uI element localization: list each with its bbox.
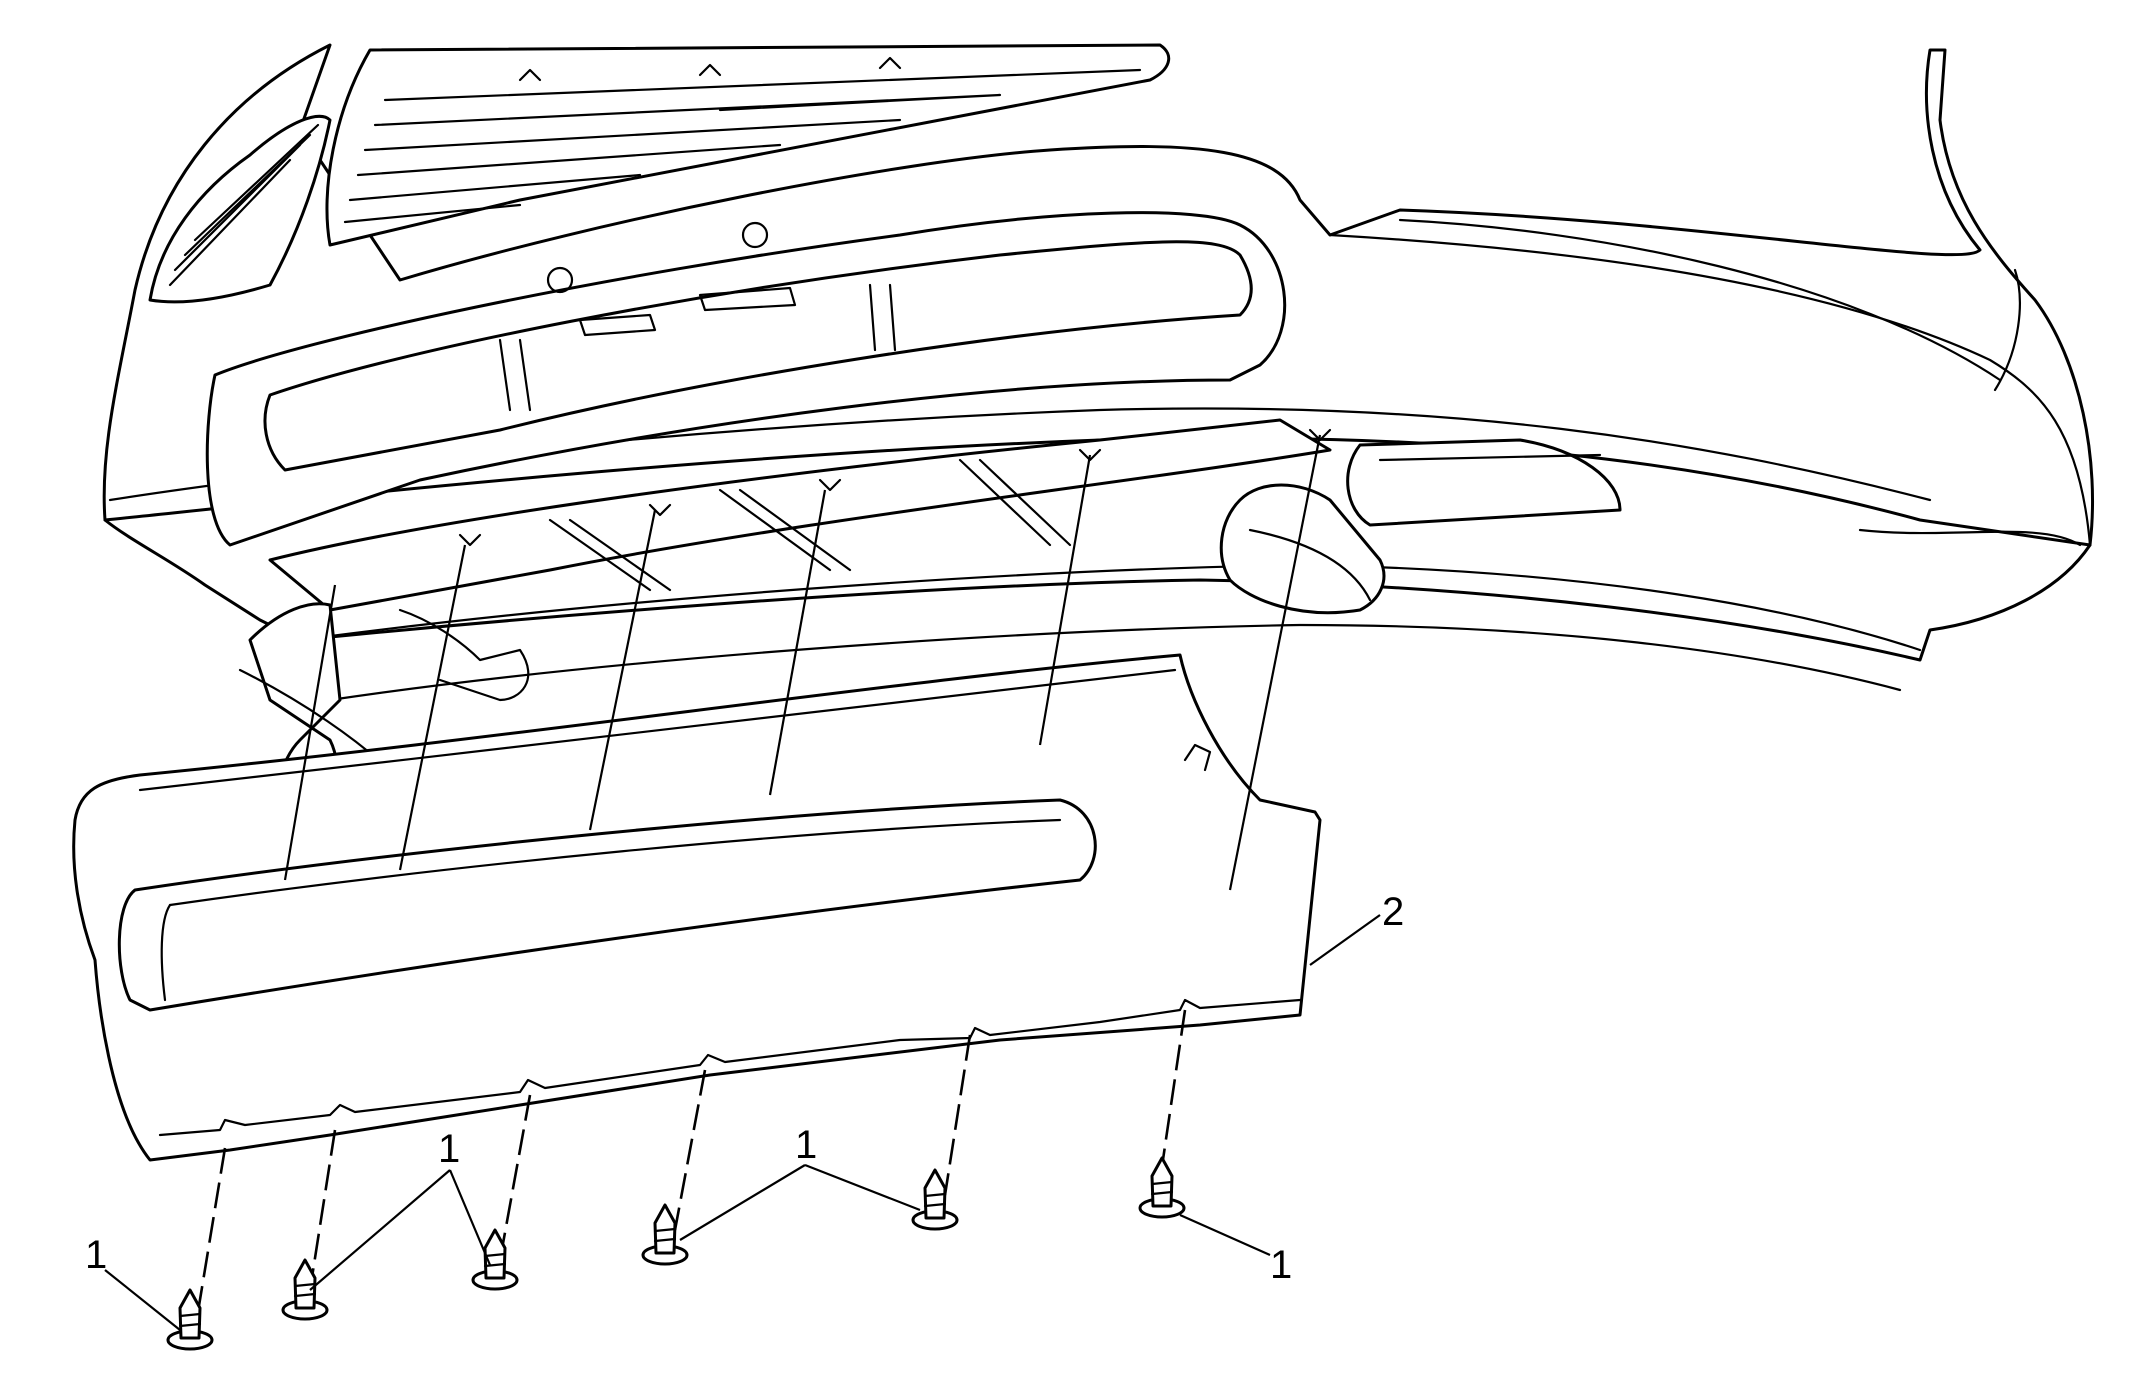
- push-pin-fastener: [281, 1258, 329, 1321]
- lower-valance-mounting-shelf: [268, 418, 1332, 612]
- callout-leaders: [104, 914, 1381, 1331]
- callout-fascia-label: 2: [1382, 890, 1404, 934]
- push-pin-fastener: [641, 1203, 689, 1266]
- push-pin-fastener: [911, 1168, 959, 1231]
- lower-air-intake-opening: [205, 211, 1287, 547]
- alignment-line: [398, 544, 467, 871]
- push-pin-fastener: [166, 1288, 214, 1351]
- callout-fastener-label: 1: [438, 1127, 460, 1171]
- alignment-line: [1228, 434, 1322, 891]
- callout-fastener-label: 1: [85, 1233, 107, 1277]
- callout-fastener-label: 1: [1270, 1243, 1292, 1287]
- callout-fastener-label: 1: [795, 1123, 817, 1167]
- push-pin-fastener: [1138, 1156, 1186, 1219]
- alignment-line: [588, 509, 657, 831]
- lower-valance-panel: [72, 653, 1322, 1162]
- fasteners: [166, 1009, 1187, 1351]
- upper-grille: [325, 43, 1171, 247]
- left-grille-insert: [148, 114, 332, 304]
- alignment-line: [768, 489, 827, 796]
- alignment-line: [1038, 454, 1092, 746]
- alignment-line: [283, 584, 337, 881]
- alignment-lines: [283, 434, 1322, 891]
- right-air-deflector: [1219, 438, 1622, 615]
